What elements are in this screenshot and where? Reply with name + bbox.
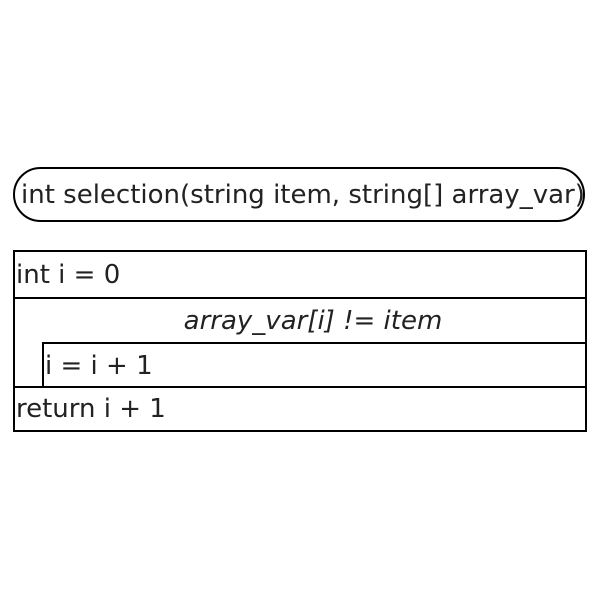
- loop-body-statement: i = i + 1: [42, 342, 585, 387]
- loop-condition: array_var[i] != item: [15, 297, 585, 342]
- structogram-block: int i = 0 array_var[i] != item i = i + 1…: [13, 250, 587, 432]
- init-statement: int i = 0: [16, 259, 121, 290]
- function-header: int selection(string item, string[] arra…: [13, 167, 585, 222]
- return-statement: return i + 1: [15, 386, 585, 430]
